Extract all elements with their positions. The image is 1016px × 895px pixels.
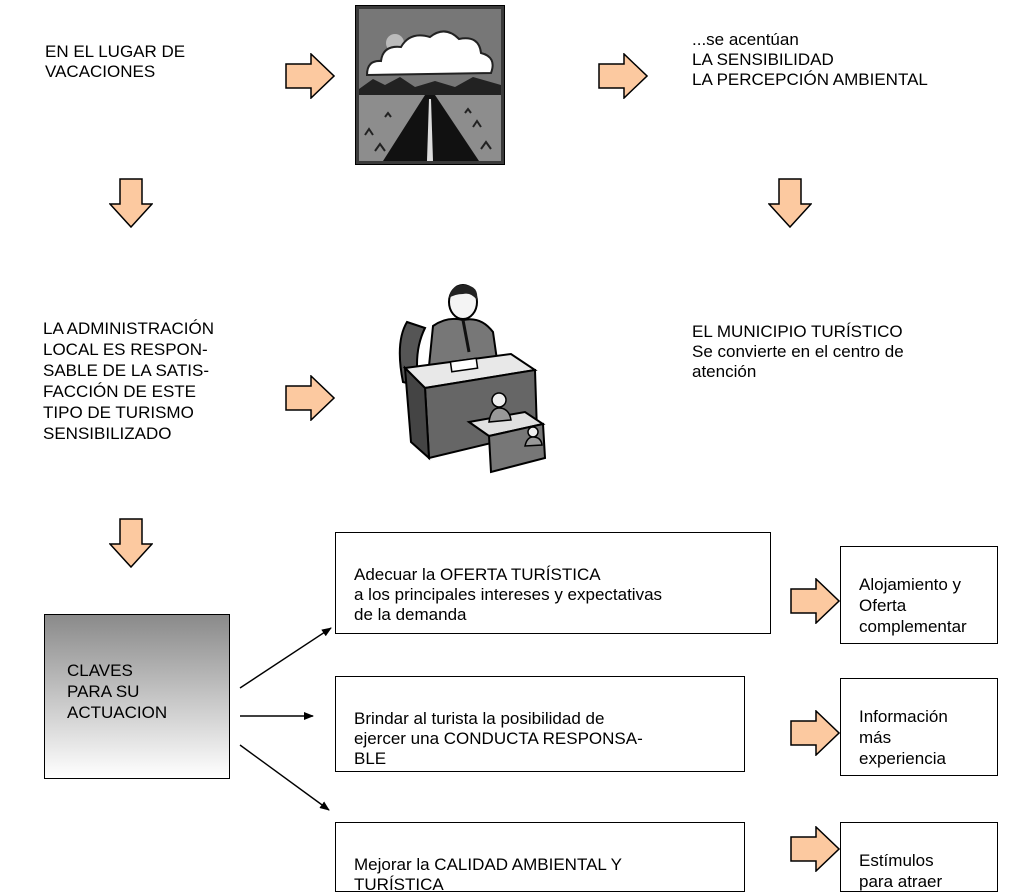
- action-box-conduct: Brindar al turista la posibilidad de eje…: [335, 676, 745, 772]
- connector-line-top: [239, 627, 332, 689]
- down-arrow-icon: [109, 178, 153, 228]
- action-box-quality: Mejorar la CALIDAD AMBIENTAL Y TURÍSTICA: [335, 822, 745, 894]
- action-text: Adecuar la OFERTA TURÍSTICA a los princi…: [354, 565, 663, 624]
- result-box-information: Información más experiencia: [840, 678, 998, 776]
- municipality-text: EL MUNICIPIO TURÍSTICO Se convierte en e…: [692, 322, 904, 381]
- claves-box: CLAVES PARA SU ACTUACION: [44, 614, 230, 779]
- right-arrow-icon: [790, 578, 840, 624]
- result-box-lodging: Alojamiento y Oferta complementar: [840, 546, 998, 644]
- result-text: Alojamiento y Oferta complementar: [859, 575, 967, 636]
- action-box-offer: Adecuar la OFERTA TURÍSTICA a los princi…: [335, 532, 771, 634]
- road-landscape-icon: [355, 5, 505, 165]
- result-text: Información más experiencia: [859, 707, 948, 768]
- claves-label: CLAVES PARA SU ACTUACION: [67, 661, 168, 722]
- action-text: Brindar al turista la posibilidad de eje…: [354, 709, 643, 768]
- right-arrow-icon: [790, 826, 840, 872]
- local-administration-text: LA ADMINISTRACIÓN LOCAL ES RESPON- SABLE…: [43, 319, 214, 443]
- action-text: Mejorar la CALIDAD AMBIENTAL Y TURÍSTICA: [354, 855, 622, 894]
- sensitivity-text: ...se acentúan LA SENSIBILIDAD LA PERCEP…: [692, 30, 928, 89]
- result-box-stimulus: Estímulos para atraer: [840, 822, 998, 892]
- right-arrow-icon: [285, 53, 335, 99]
- right-arrow-icon: [790, 710, 840, 756]
- connector-line-bottom: [239, 744, 330, 811]
- down-arrow-icon: [768, 178, 812, 228]
- result-text: Estímulos para atraer: [859, 851, 943, 891]
- office-worker-icon: [385, 282, 565, 474]
- down-arrow-icon: [109, 518, 153, 568]
- right-arrow-icon: [285, 375, 335, 421]
- right-arrow-icon: [598, 53, 648, 99]
- vacation-place-text: EN EL LUGAR DE VACACIONES: [45, 42, 186, 81]
